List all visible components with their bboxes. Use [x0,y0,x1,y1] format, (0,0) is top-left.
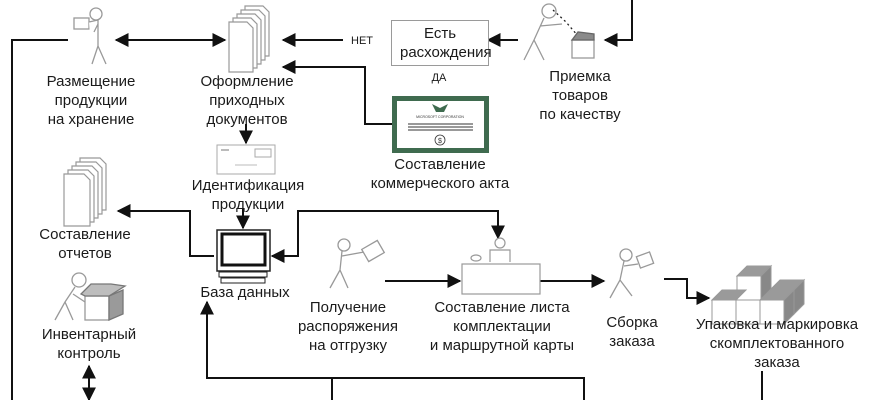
connector-bottom-loop [200,300,585,400]
certificate-text: MICROSOFT CORPORATION [416,115,464,119]
connector-picking-database [270,210,499,263]
node-inventory-label: Инвентарный контроль [42,325,136,363]
label-line: Составление [394,156,486,173]
document-stack-icon [63,157,107,227]
barcode-label-icon [216,144,276,175]
node-packing-label: Упаковка и маркировка скомплектованного … [696,315,858,372]
edge-label-yes: ДА [431,72,447,84]
label-line: на хранение [47,111,135,128]
label-line: Упаковка и маркировка [695,316,859,333]
label-line: на отгрузку [309,337,387,354]
label-line: приходных [209,92,285,109]
clerk-at-desk-icon [461,237,541,295]
label-line: Идентификация [191,177,305,194]
label-line: Составление листа [434,299,570,316]
node-order-receipt-label: Получение распоряжения на отгрузку [298,298,398,355]
label-line: База данных [200,284,290,301]
node-discrepancy-box: Есть расхождения [391,20,492,66]
node-assembly-label: Сборка заказа [606,313,657,351]
connectors [11,0,763,400]
label-line: расхождения [400,44,492,61]
label-line: и маршрутной карты [429,337,575,354]
person-opening-box-icon [54,272,127,321]
label-line: продукции [54,92,128,109]
connector-act-docs [281,60,392,125]
label-line: Сборка [606,314,658,331]
person-carrying-box-icon [73,7,107,65]
node-picking-list-label: Составление листа комплектации и маршрут… [430,298,574,355]
person-carrying-box-icon [609,248,655,299]
certificate-icon: MICROSOFT CORPORATION $ [392,96,489,153]
label-line: по качеству [539,106,621,123]
person-with-letter-icon [329,238,386,289]
node-identification-label: Идентификация продукции [192,176,304,214]
connector-left-border [11,39,68,400]
node-docs-label: Оформление приходных документов [200,72,293,129]
label-line: Получение [309,299,387,316]
label-line: отчетов [58,245,112,262]
label-line: заказа [754,354,800,371]
label-line: скомплектованного [709,335,845,352]
edge-label-no: НЕТ [351,35,373,47]
label-line: распоряжения [297,318,399,335]
label-line: Приемка [549,68,611,85]
label-line: продукции [211,196,285,213]
label-line: документов [206,111,288,128]
label-line: Оформление [200,73,294,90]
node-acceptance-label: Приемка товаров по качеству [539,67,620,124]
person-inspecting-box-icon [523,3,595,61]
node-reports-label: Составление отчетов [39,225,130,263]
label-line: Составление [39,226,131,243]
connector-into-acceptance [603,0,633,47]
label-line: контроль [57,345,121,362]
node-database-label: База данных [200,283,289,302]
computer-monitor-icon [216,229,271,284]
certificate-symbol: $ [438,138,442,145]
connector-database-reports [116,204,214,257]
label-line: товаров [552,87,608,104]
label-line: Есть [423,25,457,42]
node-placement-label: Размещение продукции на хранение [47,72,136,129]
label-line: Инвентарный [41,326,137,343]
label-line: комплектации [453,318,551,335]
stacked-boxes-icon [710,264,806,326]
label-line: заказа [609,333,655,350]
label-line: Размещение [46,73,136,90]
node-commercial-act-label: Составление коммерческого акта [371,155,510,193]
document-stack-icon [228,5,270,73]
connector-assembly-packing [664,278,711,305]
label-line: коммерческого акта [370,175,510,192]
